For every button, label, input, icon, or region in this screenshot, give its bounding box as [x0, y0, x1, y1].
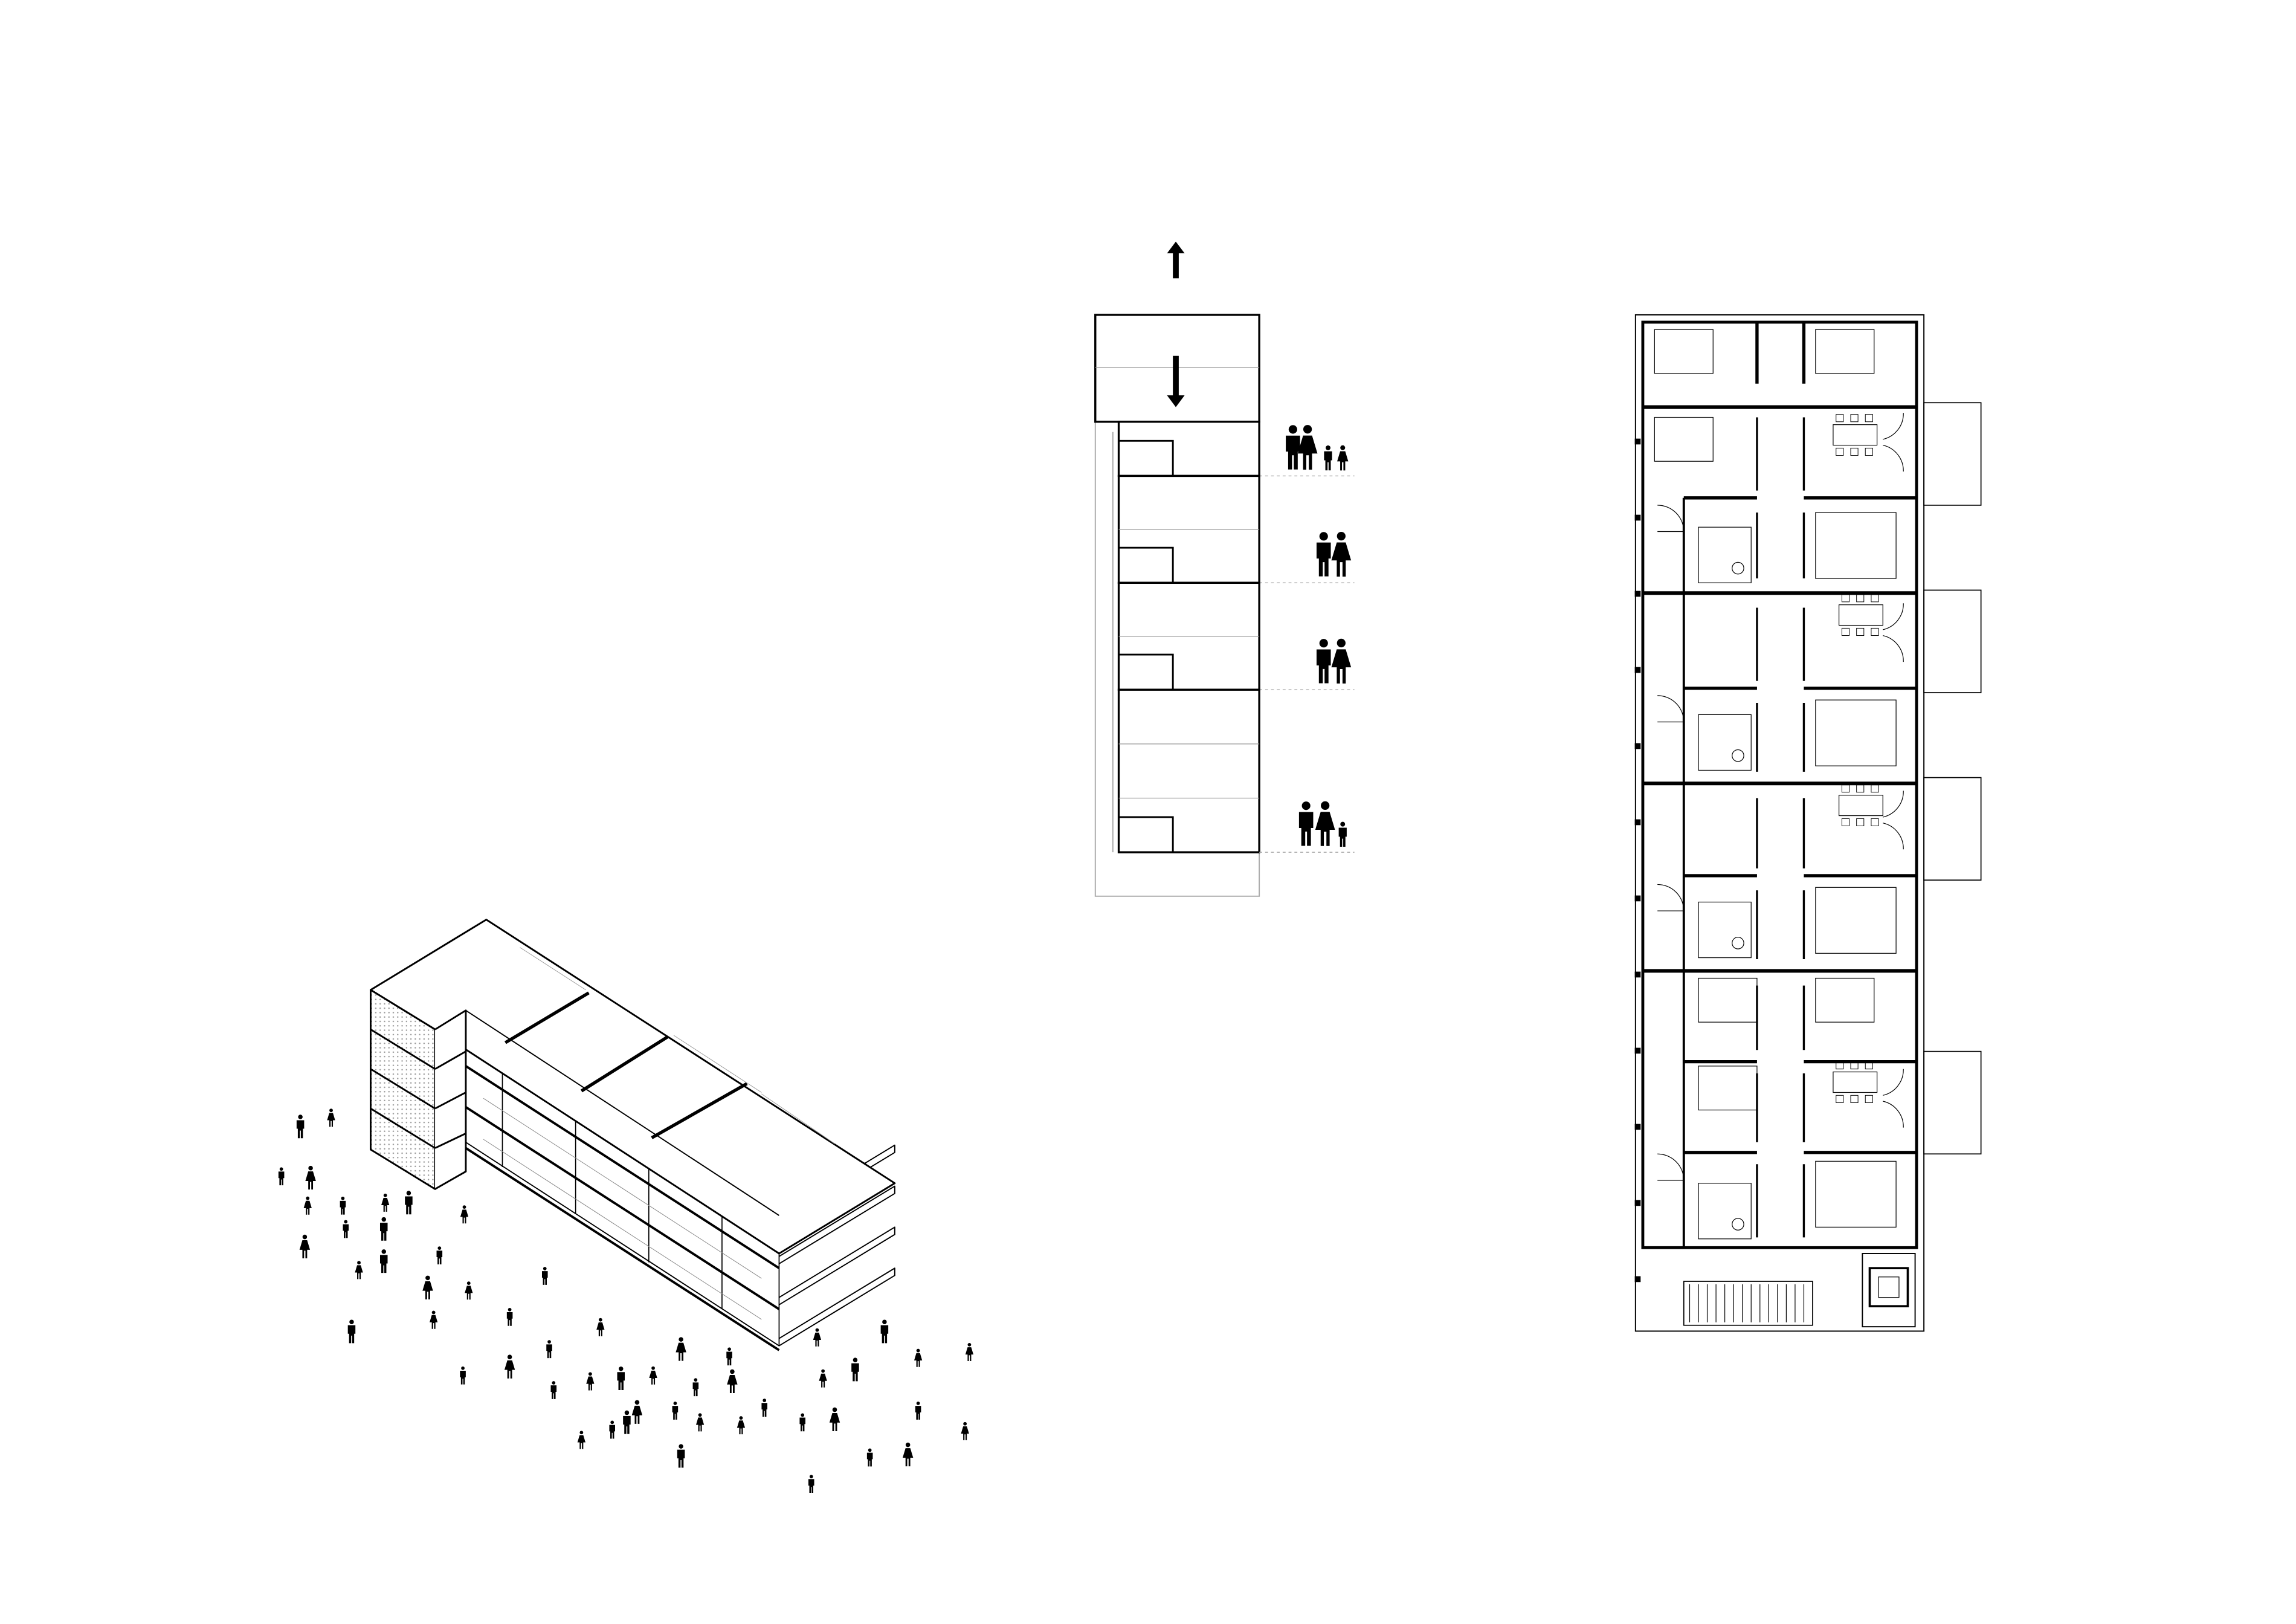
person-icon [737, 1416, 746, 1435]
person-icon [727, 1369, 738, 1393]
section-floor-1 [1117, 421, 1355, 477]
person-icon [305, 1165, 316, 1190]
person-icon [726, 1347, 732, 1366]
person-icon [343, 1220, 349, 1238]
boy-icon [1324, 445, 1332, 471]
person-icon [965, 1342, 974, 1362]
isometric-building [369, 919, 896, 1351]
man-icon [1316, 639, 1331, 684]
person-icon [631, 1400, 643, 1424]
person-icon [541, 1267, 548, 1285]
person-icon [677, 1444, 685, 1468]
person-icon [381, 1193, 390, 1212]
person-icon [692, 1378, 699, 1397]
man-icon [1316, 532, 1331, 577]
person-icon [422, 1275, 433, 1299]
arrow-down-icon [1167, 355, 1185, 407]
girl-icon [1337, 445, 1349, 471]
person-icon [303, 1196, 312, 1215]
section-occupants [1286, 425, 1352, 847]
woman-icon [1331, 531, 1352, 577]
person-icon [829, 1407, 840, 1431]
person-icon [851, 1357, 859, 1382]
person-icon [676, 1337, 686, 1361]
person-icon [623, 1410, 631, 1434]
person-icon [405, 1191, 413, 1215]
person-icon [609, 1420, 616, 1439]
person-icon [429, 1310, 438, 1329]
person-icon [695, 1413, 705, 1432]
person-icon [347, 1319, 356, 1344]
person-icon [436, 1246, 443, 1265]
person-icon [866, 1448, 873, 1467]
person-icon [914, 1348, 923, 1367]
person-icon [672, 1402, 679, 1420]
person-icon [961, 1422, 969, 1440]
person-icon [460, 1366, 466, 1385]
person-icon [327, 1108, 335, 1127]
person-icon [819, 1369, 827, 1388]
person-icon [617, 1366, 625, 1390]
section-floor-3 [1117, 581, 1355, 691]
section-floor-2 [1117, 474, 1355, 584]
person-icon [278, 1167, 285, 1186]
person-icon [799, 1413, 805, 1432]
person-icon [902, 1442, 914, 1467]
woman-icon [1315, 801, 1335, 846]
building-section [1094, 241, 1355, 897]
man-icon [1298, 801, 1314, 846]
person-icon [296, 1114, 305, 1139]
person-icon [808, 1475, 814, 1493]
person-icon [880, 1319, 889, 1344]
person-icon [355, 1261, 363, 1279]
person-icon [546, 1340, 552, 1359]
person-icon [577, 1431, 585, 1449]
section-floor-4 [1117, 688, 1355, 853]
section-floors [1117, 421, 1355, 853]
person-icon [379, 1249, 388, 1273]
man-icon [1286, 425, 1300, 470]
person-icon [340, 1196, 346, 1215]
woman-icon [1297, 425, 1318, 470]
person-icon [813, 1328, 822, 1347]
floor-plan [1634, 314, 1982, 1332]
person-icon [649, 1366, 657, 1385]
person-icon [550, 1381, 557, 1399]
person-icon [596, 1318, 605, 1336]
woman-icon [1331, 638, 1352, 684]
person-icon [761, 1399, 767, 1417]
person-icon [504, 1354, 515, 1379]
person-icon [506, 1307, 513, 1326]
boy-icon [1338, 821, 1347, 847]
person-icon [299, 1234, 311, 1259]
person-icon [586, 1372, 595, 1391]
end-block [369, 989, 467, 1190]
person-icon [460, 1205, 469, 1224]
person-icon [379, 1217, 388, 1241]
person-icon [465, 1281, 473, 1300]
person-icon [915, 1402, 921, 1420]
arrow-up-icon [1167, 241, 1185, 279]
